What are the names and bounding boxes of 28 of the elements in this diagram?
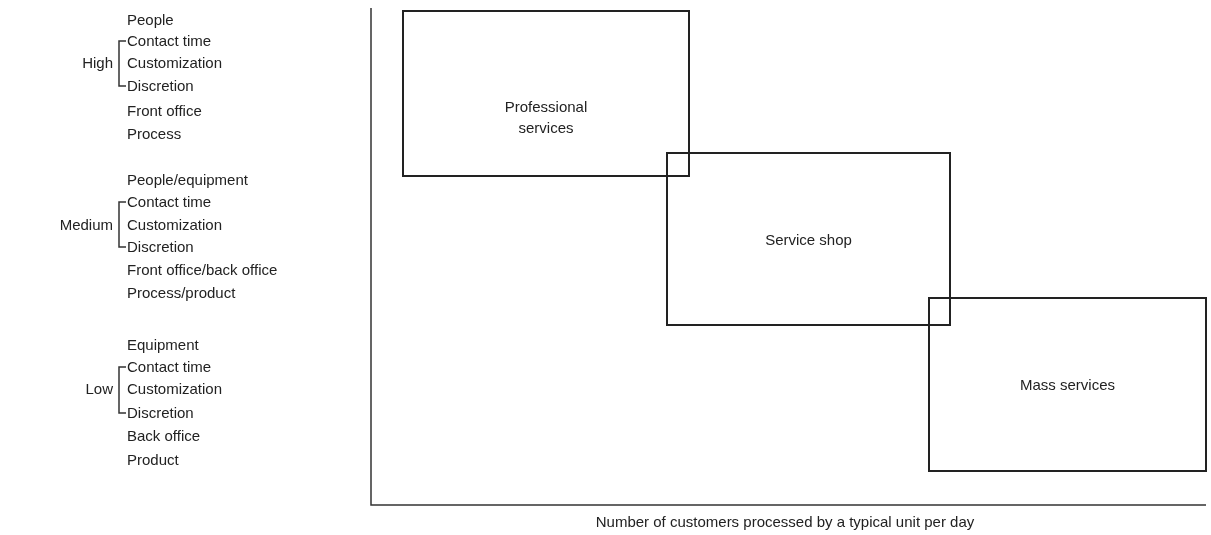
box-label: Professional services <box>503 97 589 138</box>
dimension-label: Discretion <box>127 77 194 95</box>
level-label: High <box>82 54 113 72</box>
dimension-label: Front office <box>127 102 202 120</box>
dimension-label: Contact time <box>127 32 212 50</box>
box-label: Mass services <box>1019 374 1116 395</box>
level-label: Medium <box>59 216 113 234</box>
dimension-label: People/equipment <box>127 171 248 189</box>
dimension-label: Process/product <box>127 284 236 302</box>
dimension-label: Customization <box>127 216 223 234</box>
dimension-label: Back office <box>127 427 201 445</box>
category-box <box>666 152 951 326</box>
dimension-label: Process <box>127 125 182 143</box>
dimension-label: Customization <box>127 54 223 72</box>
dimension-label: Customization <box>127 380 223 398</box>
axis-label: Number of customers processed by a typical unit per day <box>595 513 975 531</box>
box-label: Service shop <box>764 229 853 250</box>
dimension-label: Discretion <box>127 404 194 422</box>
dimension-label: Equipment <box>127 336 199 354</box>
dimension-label: Product <box>127 451 179 469</box>
level-label: Low <box>85 380 113 398</box>
category-box <box>928 297 1207 472</box>
dimension-label: Front office/back office <box>127 261 278 279</box>
dimension-label: Discretion <box>127 238 194 256</box>
dimension-label: People <box>127 11 174 29</box>
category-box <box>402 10 690 177</box>
dimension-label: Contact time <box>127 193 212 211</box>
dimension-label: Contact time <box>127 358 212 376</box>
